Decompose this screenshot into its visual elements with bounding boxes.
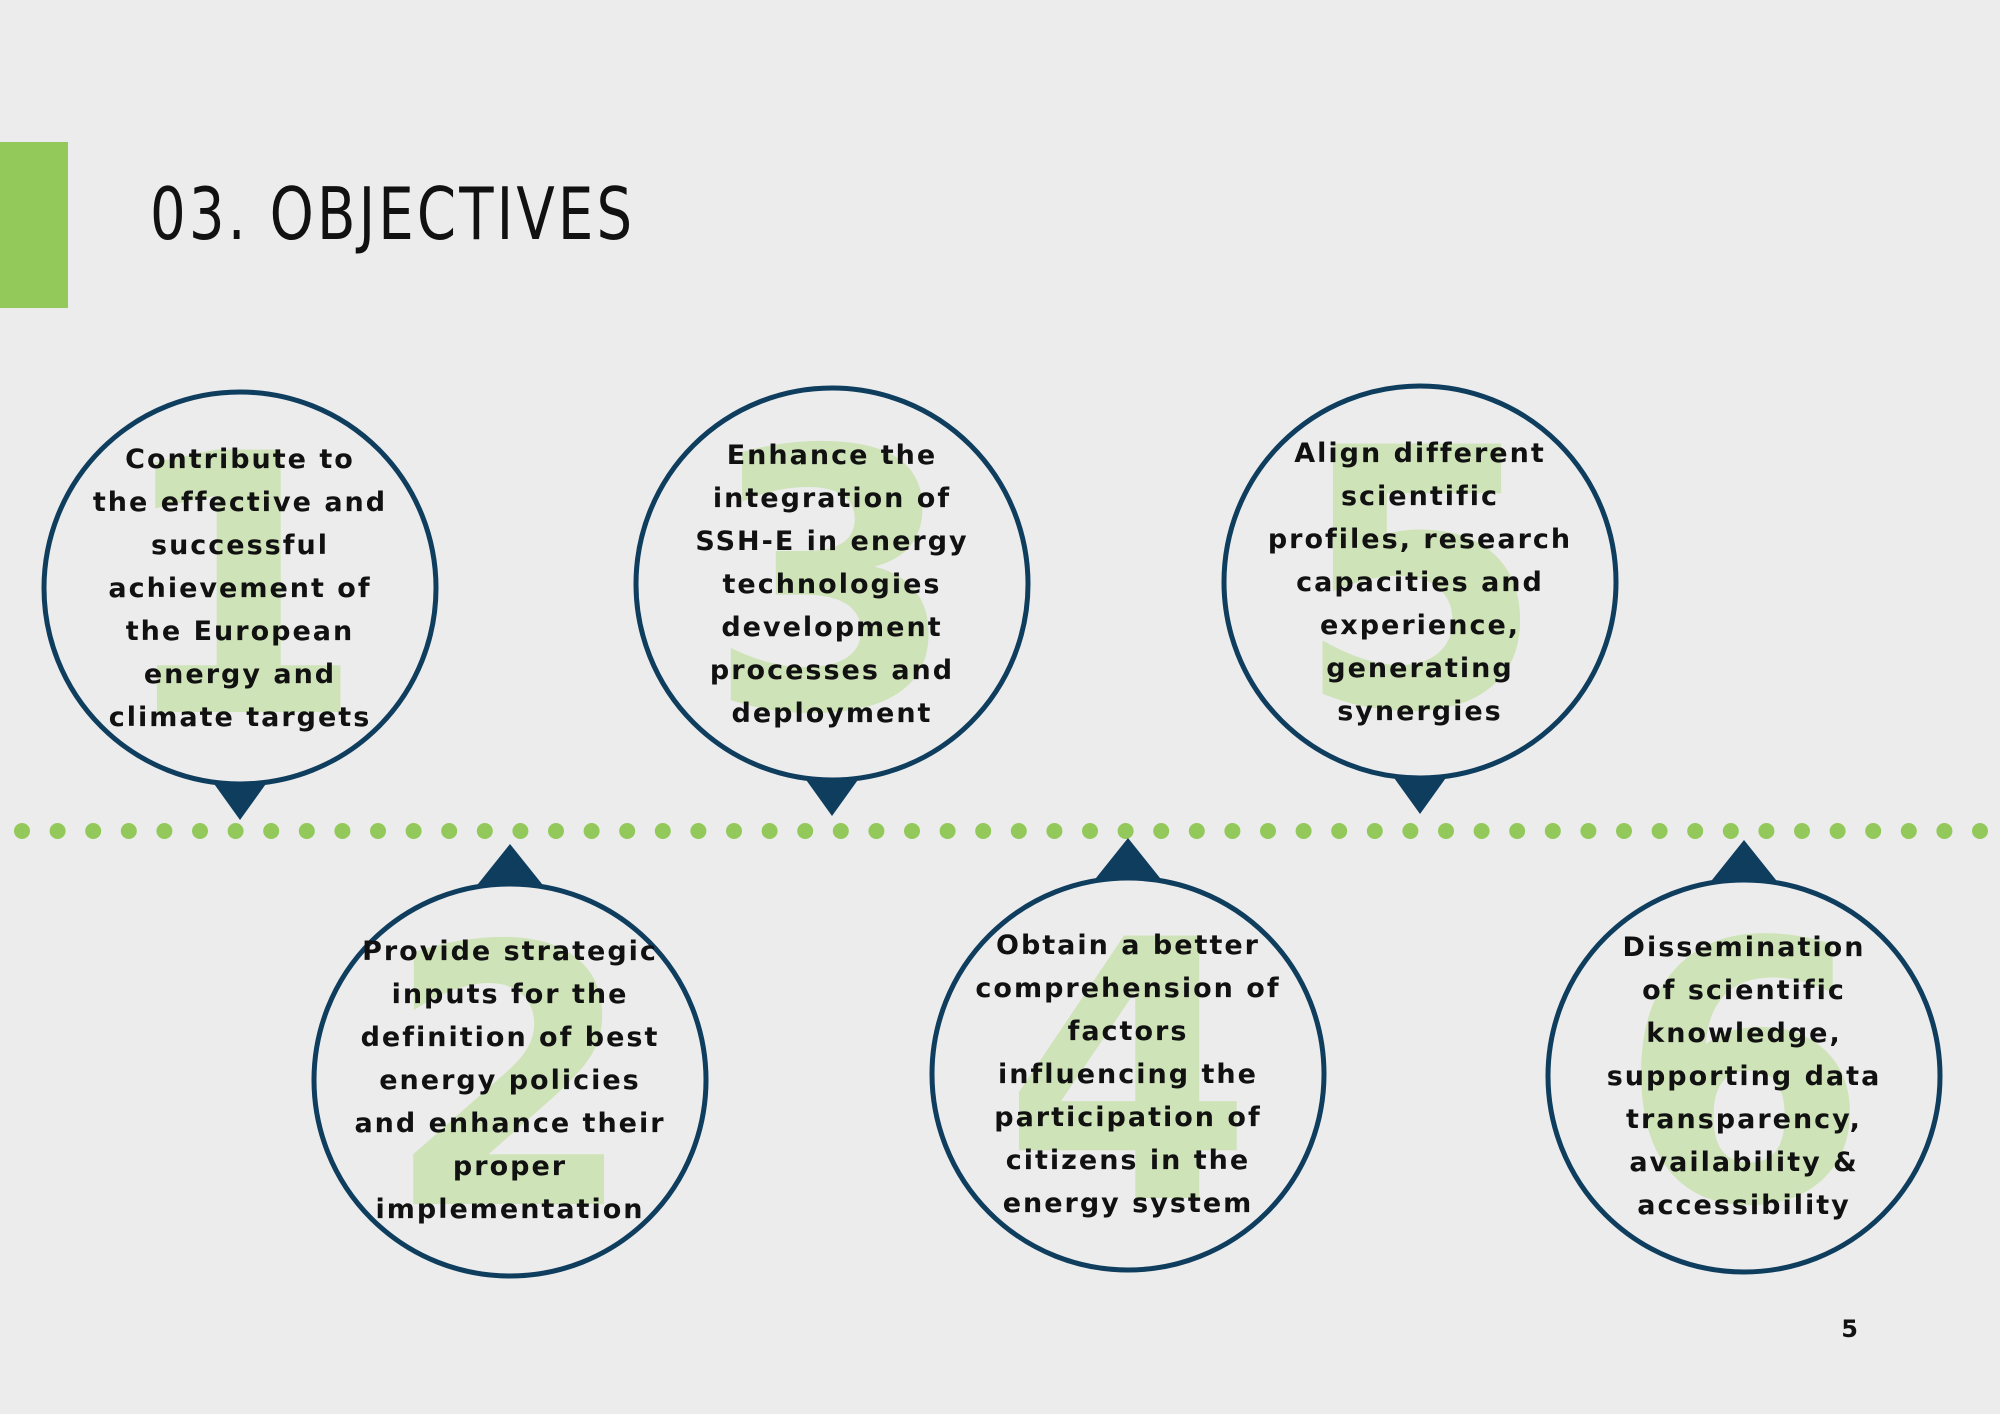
- objective-3: 3 Enhance the integration of SSH-E in en…: [632, 374, 1032, 816]
- objective-number: 4: [1002, 864, 1254, 1283]
- objective-number: 6: [1618, 866, 1870, 1285]
- bubble-pointer: [1704, 840, 1784, 890]
- timeline-dotted-line: [14, 823, 1988, 839]
- timeline-dot: [120, 823, 137, 839]
- timeline-dot: [441, 823, 458, 839]
- timeline-dot: [939, 823, 956, 839]
- timeline-dot: [832, 823, 849, 839]
- timeline-dot: [263, 823, 280, 839]
- timeline-dot: [1331, 823, 1348, 839]
- objective-number: 1: [114, 378, 366, 797]
- objective-text: Align different scientific profiles, res…: [1267, 437, 1573, 727]
- timeline-dot: [1722, 823, 1739, 839]
- timeline-dot: [1402, 823, 1419, 839]
- title-accent-bar: [0, 142, 68, 308]
- objective-text: Dissemination of scientific knowledge, s…: [1606, 931, 1882, 1221]
- timeline-dot: [619, 823, 636, 839]
- timeline-dot: [49, 823, 66, 839]
- bubble-circle: [1545, 877, 1943, 1275]
- timeline-dot: [1651, 823, 1668, 839]
- bubble-circle: [1221, 383, 1619, 781]
- objective-text: Enhance the integration of SSH-E in ener…: [695, 439, 969, 729]
- timeline-dot: [1687, 823, 1704, 839]
- timeline-dot: [1616, 823, 1632, 839]
- timeline-dot: [476, 823, 493, 839]
- timeline-dot: [1829, 823, 1846, 839]
- bubble-frame: [41, 389, 439, 820]
- timeline-dot: [1794, 823, 1810, 839]
- timeline-dot: [1972, 823, 1988, 839]
- objective-number: 5: [1294, 372, 1546, 791]
- timeline-dot: [1509, 823, 1526, 839]
- timeline-dot: [761, 823, 778, 839]
- timeline-dot: [1936, 823, 1953, 839]
- objective-4: 4 Obtain a better comprehension of facto…: [928, 838, 1328, 1283]
- timeline-dot: [726, 823, 742, 839]
- timeline-dot: [192, 823, 208, 839]
- timeline-dot: [548, 823, 564, 839]
- bubble-pointer: [470, 844, 550, 894]
- objective-5: 5 Align different scientific profiles, r…: [1220, 372, 1620, 814]
- timeline-dot: [85, 823, 102, 839]
- objective-1: 1 Contribute to the effective and succes…: [40, 378, 440, 820]
- timeline-dot: [797, 823, 814, 839]
- timeline-dot: [1900, 823, 1917, 839]
- timeline-dot: [583, 823, 600, 839]
- bubble-circle: [929, 875, 1327, 1273]
- objective-number: 2: [384, 870, 636, 1289]
- timeline-dot: [1438, 823, 1454, 839]
- objective-text: Contribute to the effective and successf…: [92, 443, 388, 733]
- timeline-dot: [1865, 823, 1882, 839]
- bubble-circle: [41, 389, 439, 787]
- timeline-dot: [904, 823, 920, 839]
- timeline-dot: [1366, 823, 1383, 839]
- timeline-dot: [1473, 823, 1490, 839]
- timeline-dot: [654, 823, 671, 839]
- timeline-dot: [1188, 823, 1205, 839]
- timeline-dot: [370, 823, 386, 839]
- timeline-dot: [1758, 823, 1775, 839]
- bubble-frame: [1545, 840, 1943, 1275]
- bubble-pointer: [1088, 838, 1168, 888]
- timeline-dot: [298, 823, 315, 839]
- timeline-dot: [334, 823, 351, 839]
- page-number: 5: [1841, 1315, 1858, 1343]
- bubble-frame: [1221, 383, 1619, 814]
- timeline-dot: [156, 823, 173, 839]
- objective-6: 6 Dissemination of scientific knowledge,…: [1544, 840, 1944, 1285]
- bubble-frame: [929, 838, 1327, 1273]
- timeline-dot: [1010, 823, 1027, 839]
- timeline-dot: [1260, 823, 1276, 839]
- timeline-dot: [868, 823, 885, 839]
- timeline-dot: [14, 823, 30, 839]
- timeline-dot: [1082, 823, 1098, 839]
- bubble-frame: [311, 844, 709, 1279]
- objective-text: Provide strategic inputs for the definit…: [354, 935, 666, 1225]
- bubble-frame: [633, 385, 1031, 816]
- timeline-dot: [1295, 823, 1312, 839]
- timeline-dot: [975, 823, 992, 839]
- timeline-dot: [405, 823, 422, 839]
- objective-number: 3: [706, 374, 958, 793]
- page-title: 03. OBJECTIVES: [150, 172, 636, 256]
- objective-text: Obtain a better comprehension of factors…: [975, 929, 1281, 1219]
- timeline-dot: [690, 823, 707, 839]
- timeline-dot: [1224, 823, 1241, 839]
- bubble-circle: [311, 881, 709, 1279]
- timeline-dot: [1580, 823, 1597, 839]
- timeline-dot: [227, 823, 244, 839]
- bubble-circle: [633, 385, 1031, 783]
- timeline-dot: [1544, 823, 1561, 839]
- timeline-dot: [1046, 823, 1063, 839]
- timeline-dot: [512, 823, 529, 839]
- timeline-dot: [1153, 823, 1170, 839]
- objective-2: 2 Provide strategic inputs for the defin…: [310, 844, 710, 1289]
- timeline-dot: [1117, 823, 1134, 839]
